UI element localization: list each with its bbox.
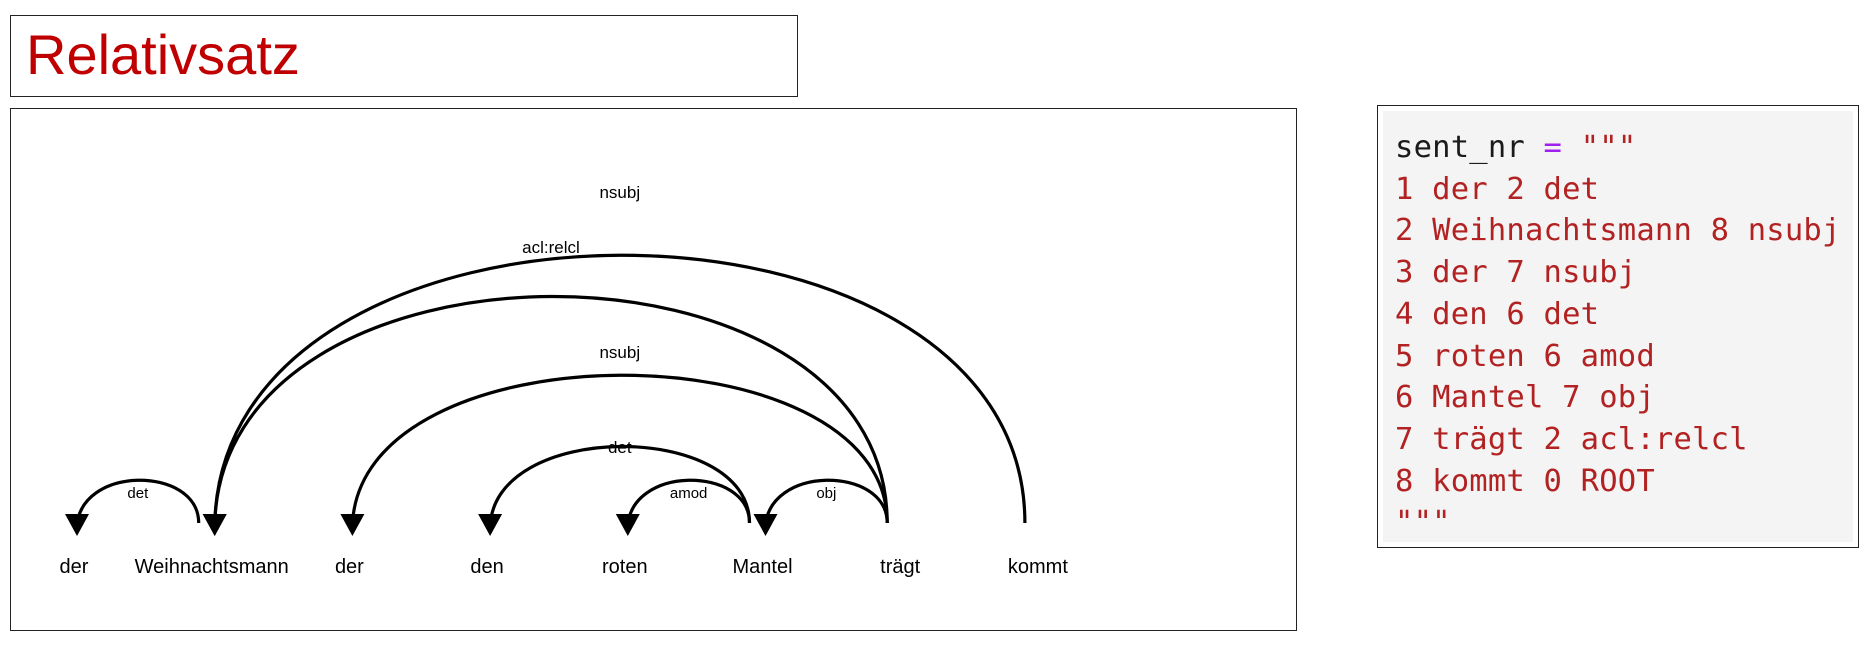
arc-label: obj xyxy=(816,485,836,502)
title-box: Relativsatz xyxy=(10,15,798,97)
arrowhead xyxy=(478,514,503,536)
arc-label: det xyxy=(608,438,632,457)
arc-label: amod xyxy=(670,485,708,502)
page-title: Relativsatz xyxy=(26,23,300,86)
dependency-arc xyxy=(350,373,889,530)
code-line: 7 trägt 2 acl:relcl xyxy=(1395,421,1748,457)
arc-label: acl:relcl xyxy=(522,238,580,257)
dependency-arc xyxy=(763,478,889,530)
token-word: Mantel xyxy=(732,556,792,578)
token-word: kommt xyxy=(1008,556,1068,578)
dependency-diagram: der Weihnachtsmann der den roten Mantel trägt k… xyxy=(10,108,1297,631)
code-line: 6 Mantel 7 obj xyxy=(1395,380,1655,416)
dependency-arc xyxy=(626,478,752,530)
dependency-arc xyxy=(75,478,201,530)
dependency-arc xyxy=(213,253,1027,530)
arrowhead xyxy=(753,514,778,536)
token-word: der xyxy=(60,556,89,578)
code-variable: sent_nr xyxy=(1395,130,1525,165)
code-line: 1 der 2 det xyxy=(1395,171,1600,207)
code-panel: sent_nr = """ 1 der 2 det 2 Weihnachtsma… xyxy=(1377,105,1859,548)
code-operator: = xyxy=(1543,130,1563,165)
arc-label: det xyxy=(127,485,149,502)
token-word: trägt xyxy=(880,556,920,578)
token-word: roten xyxy=(602,556,648,578)
arrowhead xyxy=(615,514,640,536)
token-word: den xyxy=(470,556,503,578)
code-line: 5 roten 6 amod xyxy=(1395,338,1655,374)
code-line: 8 kommt 0 ROOT xyxy=(1395,463,1655,499)
code-block: sent_nr = """ 1 der 2 det 2 Weihnachtsma… xyxy=(1383,111,1853,542)
code-line: 2 Weihnachtsmann 8 nsubj xyxy=(1395,213,1841,249)
code-line: 3 der 7 nsubj xyxy=(1395,255,1637,291)
dependency-arc xyxy=(488,444,752,530)
token-word: der xyxy=(335,556,364,578)
code-open-quote: """ xyxy=(1580,130,1637,165)
code-line: 4 den 6 det xyxy=(1395,296,1600,332)
code-line-assignment: sent_nr = """ xyxy=(1395,127,1853,169)
arrowhead xyxy=(340,514,365,536)
arrowhead xyxy=(202,514,227,536)
dependency-arc xyxy=(213,294,889,530)
arrowhead xyxy=(65,514,89,536)
token-word: Weihnachtsmann xyxy=(135,556,289,578)
code-close-quote: """ xyxy=(1395,505,1451,541)
arc-label: nsubj xyxy=(599,183,640,202)
dependency-tree-svg: der Weihnachtsmann der den roten Mantel trägt k… xyxy=(60,183,1069,578)
arc-label: nsubj xyxy=(599,343,640,362)
